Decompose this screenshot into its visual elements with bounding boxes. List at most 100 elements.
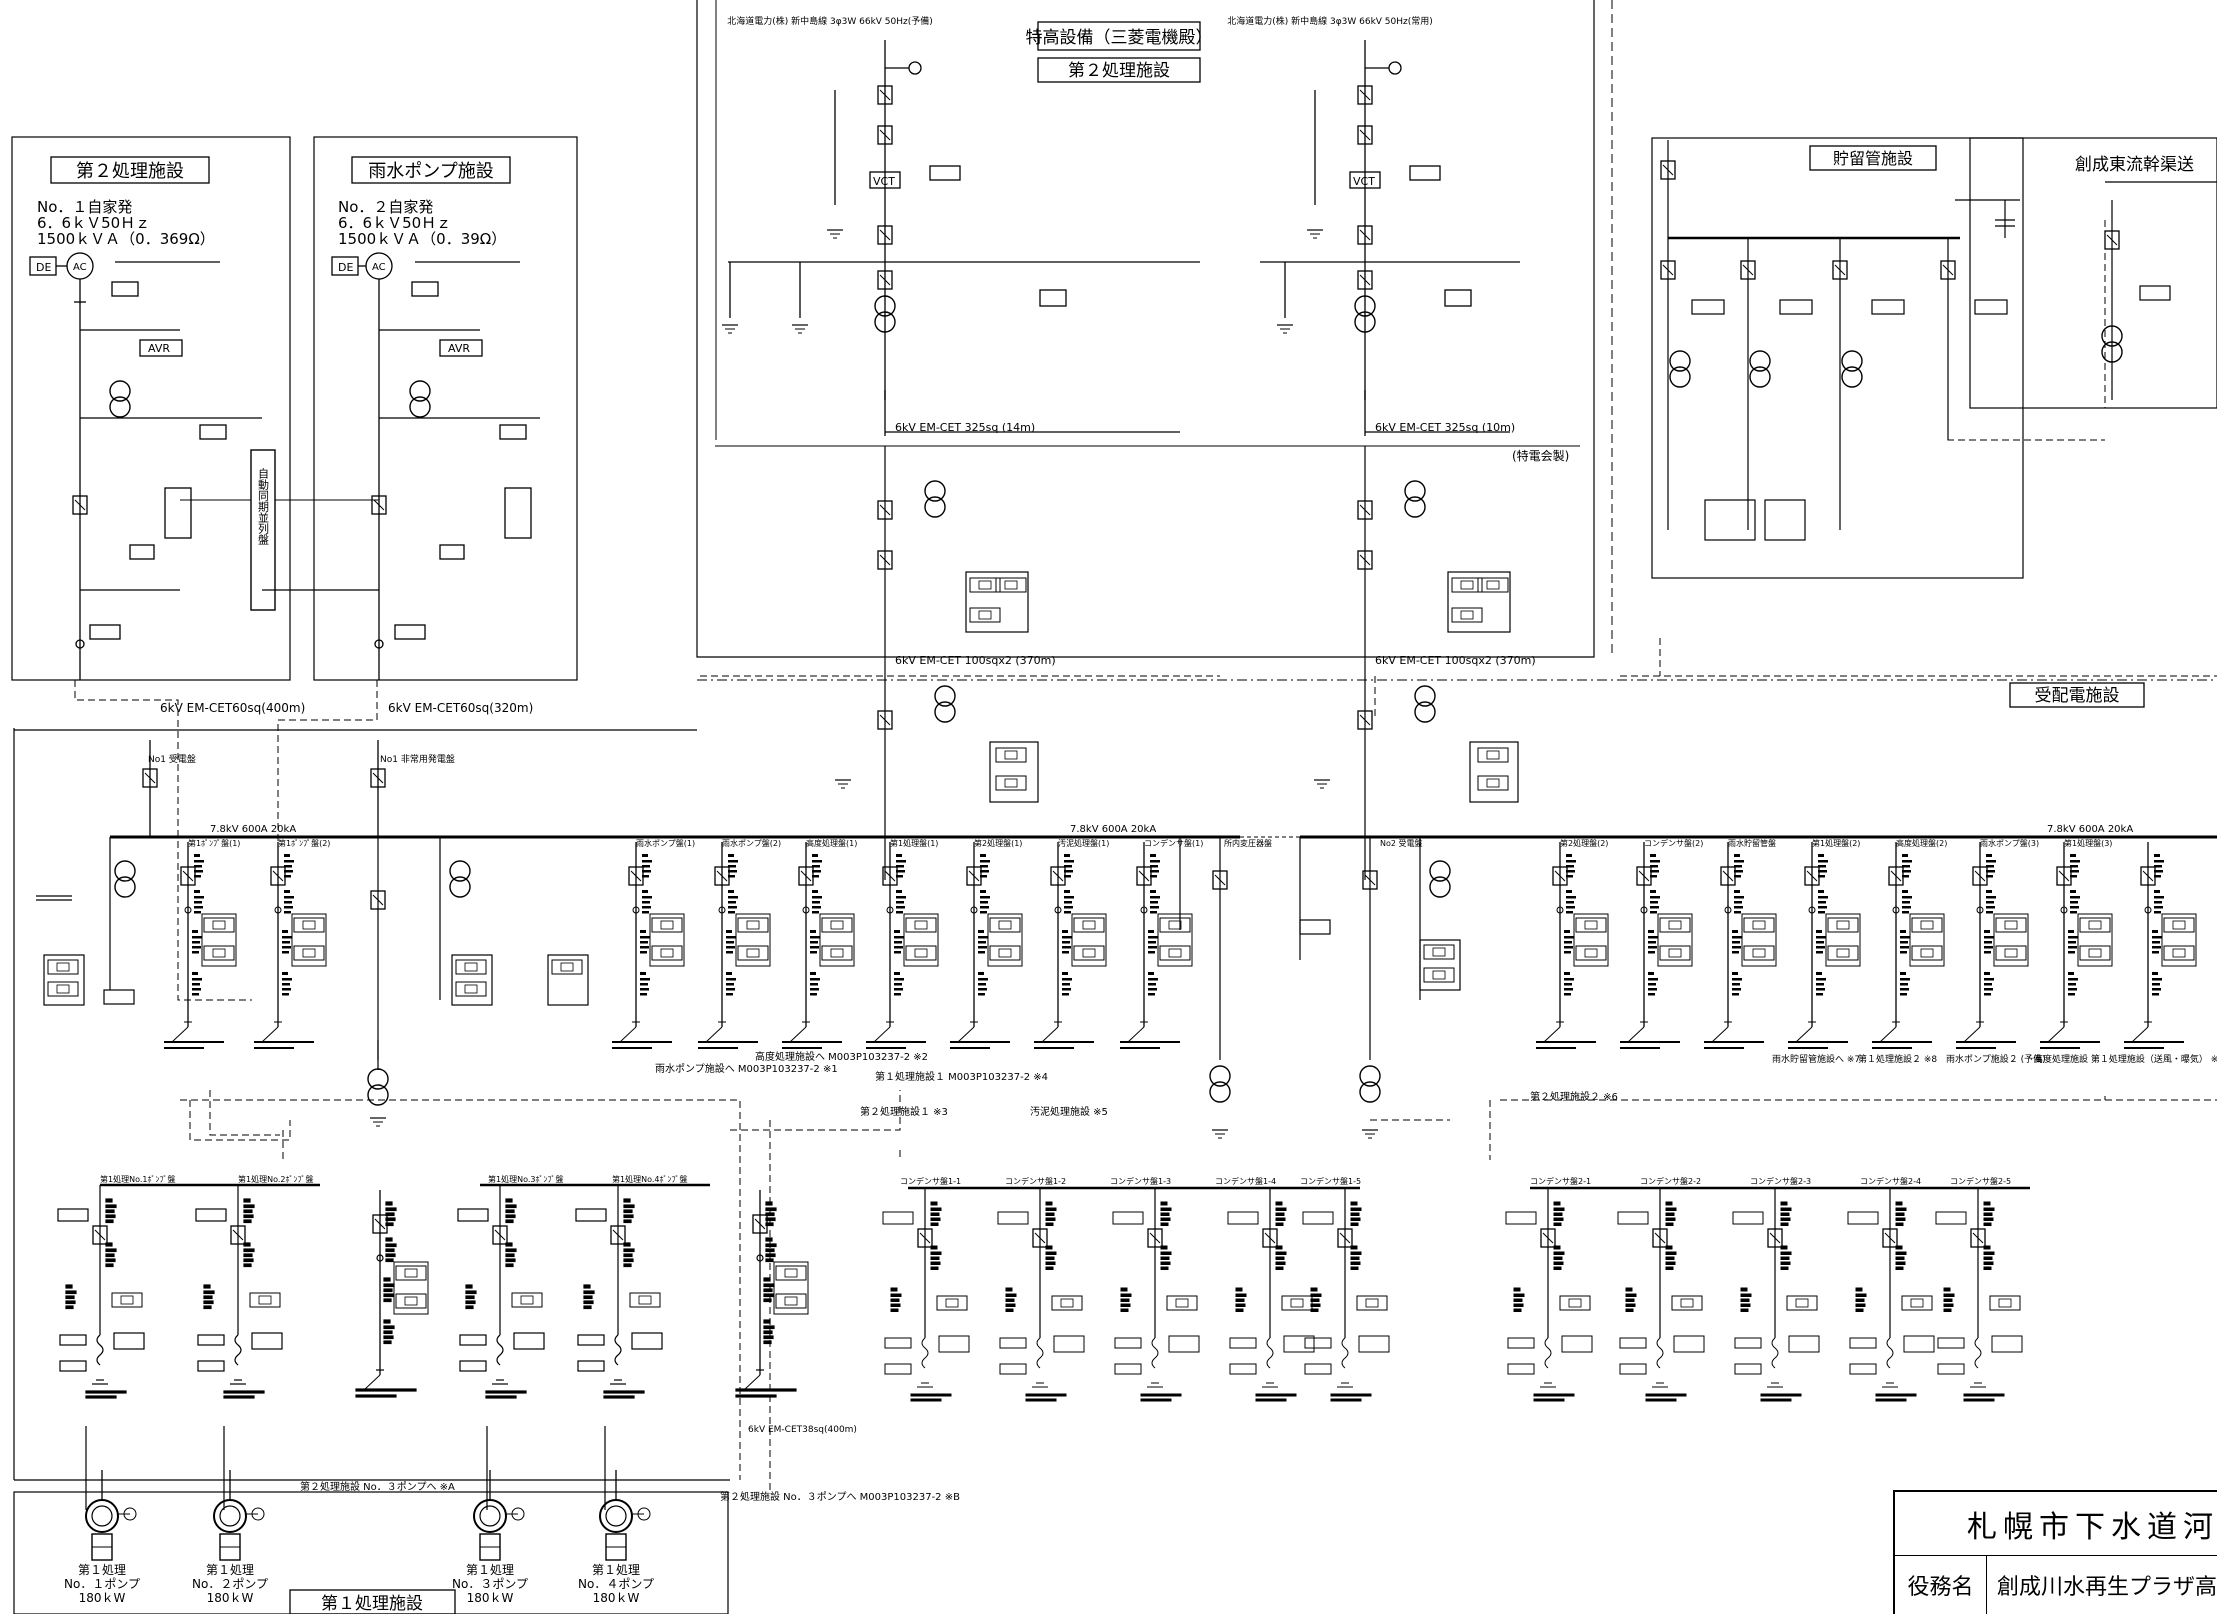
lowgroup1-label-3: 第1処理No.3ﾎﾟﾝﾌﾟ盤 — [488, 1174, 563, 1184]
bus-rating-mid: 7.8kV 600A 20kA — [1070, 824, 1156, 835]
feeder-label-mid-1: 雨水ポンプ盤(1) — [636, 838, 695, 848]
pump-4-kw: 180ｋW — [593, 1591, 640, 1605]
condenser2-label-4: コンデンサ盤2-4 — [1860, 1176, 1921, 1186]
gen1-avr: AVR — [148, 342, 170, 355]
pump-3-no: No．３ポンプ — [452, 1577, 528, 1591]
feeder-group-right — [1536, 842, 2196, 1049]
utility-right: 北海道電力(株) 新中島線 3φ3W 66kV 50Hz(常用) — [1227, 15, 1433, 27]
condenser2-label-1: コンデンサ盤2-1 — [1530, 1176, 1591, 1186]
pump-2-name: 第１処理 — [206, 1563, 254, 1577]
feeder-label-right-8: 第1処理盤(3) — [2064, 838, 2112, 848]
feeder-label-left-4: 第1ﾎﾟﾝﾌﾟ盤(2) — [278, 838, 330, 848]
header-juhaiden: 受配電施設 — [2035, 686, 2120, 706]
header-usui: 雨水ポンプ施設 — [368, 161, 493, 182]
ref-2: 高度処理施設へ M003P103237-2 ※2 — [755, 1050, 928, 1063]
gen1-ac: AC — [73, 262, 87, 273]
ref-7: 雨水貯留管施設へ ※7 — [1772, 1053, 1860, 1065]
condenser2-label-2: コンデンサ盤2-2 — [1640, 1176, 1701, 1186]
feeder-label-right-5: 第1処理盤(2) — [1812, 838, 1860, 848]
condenser1-label-5: コンデンサ盤1-5 — [1300, 1176, 1361, 1186]
auto-sync-label: 自動同期並列盤 — [257, 468, 270, 545]
bus1-in-cable: 6kV EM-CET 100sqx2 (370m) — [895, 654, 1056, 667]
dashed-cable-routes — [74, 220, 2217, 1490]
ref-6: 第２処理施設２ ※6 — [1530, 1090, 1618, 1103]
condenser2-label-5: コンデンサ盤2-5 — [1950, 1176, 2011, 1186]
feeder-label-left-2: No1 非常用発電盤 — [380, 753, 455, 765]
feeder-label-mid-5: 第2処理盤(1) — [974, 838, 1022, 848]
ref-a: 第２処理施設 No．３ポンプへ ※A — [300, 1480, 455, 1493]
condenser-group-2 — [1506, 1186, 2030, 1401]
title-block-org: 札幌市下水道河川 — [1895, 1492, 2217, 1556]
ref-10: 雨水ポンプ施設２ (予備) — [1946, 1053, 2046, 1065]
ref-4: 第１処理施設１ M003P103237-2 ※4 — [875, 1070, 1048, 1083]
kanka-note: (特電会製) — [1512, 448, 1569, 463]
utility-left: 北海道電力(株) 新中島線 3φ3W 66kV 50Hz(予備) — [727, 15, 933, 27]
header-choryu: 貯留管施設 — [1833, 149, 1913, 168]
vct-2: VCT — [1353, 175, 1375, 188]
lowgroup1-label-1: 第1処理No.1ﾎﾟﾝﾌﾟ盤 — [100, 1174, 175, 1184]
incoming-line-2 — [1260, 40, 1520, 436]
feeder-label-right-7: 雨水ポンプ盤(3) — [1980, 838, 2039, 848]
gen1-spec: 6．6ｋＶ50Ｈｚ — [37, 214, 150, 232]
feeder-label-right-3: コンデンサ盤(2) — [1644, 838, 1703, 848]
header-dai2-left: 第２処理施設 — [76, 161, 184, 182]
gen2-feed-cable: 6kV EM-CET60sq(320m) — [388, 701, 533, 715]
gen1-title: No．１自家発 — [37, 198, 132, 216]
bus-rating-left: 7.8kV 600A 20kA — [210, 824, 296, 835]
feeder-label-right-2: 第2処理盤(2) — [1560, 838, 1608, 848]
title-block: 札幌市下水道河川 役務名 創成川水再生プラザ高 — [1893, 1490, 2217, 1614]
ref-1: 雨水ポンプ施設へ M003P103237-2 ※1 — [655, 1062, 838, 1075]
condenser1-label-1: コンデンサ盤1-1 — [900, 1176, 961, 1186]
pump-1-no: No．１ポンプ — [64, 1577, 140, 1591]
main-bus — [110, 740, 2217, 839]
ref-3: 第２処理施設１ ※3 — [860, 1105, 948, 1118]
feeder-label-left-3: 第1ﾎﾟﾝﾌﾟ盤(1) — [188, 838, 240, 848]
feeder-label-mid-8: 所内変圧器盤 — [1224, 838, 1272, 848]
bus-rating-right: 7.8kV 600A 20kA — [2047, 824, 2133, 835]
pump-2-kw: 180ｋW — [207, 1591, 254, 1605]
feeder-label-mid-4: 第1処理盤(1) — [890, 838, 938, 848]
lowgroup1-label-4: 第1処理No.4ﾎﾟﾝﾌﾟ盤 — [612, 1174, 687, 1184]
pump-group — [58, 1183, 808, 1510]
gen2-cap: 1500ｋＶＡ（0．39Ω） — [338, 230, 506, 248]
bus-left-incomer — [36, 837, 589, 1127]
storage-pipe-facility — [1660, 140, 2171, 541]
facility-frames — [11, 0, 2217, 1614]
vct-1: VCT — [873, 175, 895, 188]
generator-1 — [29, 252, 262, 680]
feeder-label-right-4: 雨水貯留管盤 — [1728, 838, 1776, 848]
ref-b: 第２処理施設 No．３ポンプへ M003P103237-2 ※B — [720, 1490, 960, 1503]
gen2-avr: AVR — [448, 342, 470, 355]
feeder-label-right-1: No2 受電盤 — [1380, 838, 1423, 848]
lowgroup1-label-2: 第1処理No.2ﾎﾟﾝﾌﾟ盤 — [238, 1174, 313, 1184]
feeder-group-mid — [612, 842, 1192, 1049]
pump-3-name: 第１処理 — [466, 1563, 514, 1577]
condenser1-label-2: コンデンサ盤1-2 — [1005, 1176, 1066, 1186]
tr1-out-cable: 6kV EM-CET 325sq (14m) — [895, 421, 1035, 434]
pump-3-kw: 180ｋW — [467, 1591, 514, 1605]
pump-4-no: No．４ポンプ — [578, 1577, 654, 1591]
header-tokkou: 特高設備（三菱電機殿） — [1026, 28, 1213, 48]
header-sosei: 創成東流幹渠送 — [2075, 154, 2194, 175]
header-dai1: 第１処理施設 — [321, 1594, 423, 1614]
feeder-label-mid-2: 雨水ポンプ盤(2) — [722, 838, 781, 848]
station-transformers — [1179, 837, 1461, 1139]
gen1-cap: 1500ｋＶＡ（0．369Ω） — [37, 230, 215, 248]
condenser2-label-3: コンデンサ盤2-3 — [1750, 1176, 1811, 1186]
incoming-line-1 — [721, 40, 1200, 436]
gen2-de: DE — [338, 261, 353, 274]
feeder-label-mid-7: コンデンサ盤(1) — [1144, 838, 1203, 848]
feeder-group-left — [164, 842, 326, 1049]
bus2-in-cable: 6kV EM-CET 100sqx2 (370m) — [1375, 654, 1536, 667]
dai2-feed-cable: 6kV EM-CET38sq(400m) — [748, 1425, 857, 1435]
gen2-title: No．２自家発 — [338, 198, 433, 216]
pump-1-kw: 180ｋW — [79, 1591, 126, 1605]
ref-8: 第１処理施設２ ※8 — [1858, 1053, 1937, 1065]
facility-headers — [50, 21, 2145, 1614]
auto-sync-panel — [180, 449, 379, 611]
pump-4-name: 第１処理 — [592, 1563, 640, 1577]
generator-2 — [262, 252, 540, 680]
condenser1-label-3: コンデンサ盤1-3 — [1110, 1176, 1171, 1186]
gen2-ac: AC — [372, 262, 386, 273]
condenser-group-1 — [883, 1186, 1389, 1401]
